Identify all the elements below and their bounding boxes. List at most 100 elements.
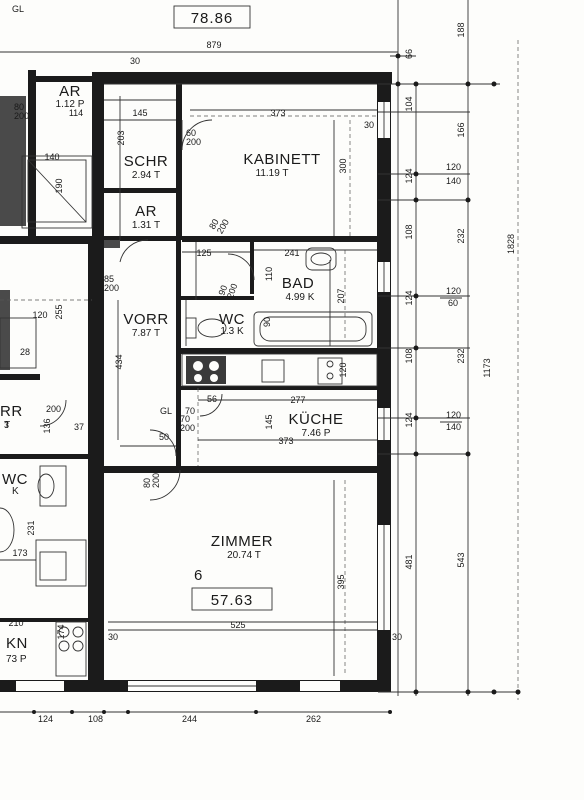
- right-dim-124-b: 124: [404, 290, 414, 305]
- right-dim-188: 188: [456, 22, 466, 37]
- room-area-kn-left: 73 P: [6, 654, 27, 665]
- room-labels: KABINETT 11.19 T SCHR 2.94 T AR 1.12 P A…: [0, 83, 343, 665]
- right-dim-108-b: 108: [404, 348, 414, 363]
- dim-56: 56: [207, 394, 217, 404]
- dim-174: 174: [56, 624, 66, 639]
- dim-125: 125: [196, 248, 211, 258]
- right-dimension-texts: 66 104 124 108 124 108 124 481 188 166 2…: [404, 22, 516, 569]
- right-dim-481: 481: [404, 554, 414, 569]
- dim-395: 395: [336, 574, 346, 589]
- right-sub-1173: 1173: [482, 358, 492, 377]
- dim-373-top: 373: [270, 108, 285, 118]
- room-area-vorr: 7.87 T: [132, 328, 160, 339]
- dimension-texts-horizontal: 879 145 373 125 241 277 373 525 70 56 50…: [4, 40, 306, 630]
- room-name-schr: SCHR: [124, 153, 169, 170]
- room-name-zimmer: ZIMMER: [211, 533, 273, 550]
- dim-110: 110: [264, 267, 274, 281]
- room-name-kabinett: KABINETT: [243, 151, 320, 168]
- room-name-ar-mid: AR: [135, 203, 157, 220]
- dim-30-d: 30: [392, 632, 402, 642]
- window-mark-2-bottom: 60: [448, 298, 458, 308]
- right-dim-108-a: 108: [404, 224, 414, 239]
- dimension-texts-vertical: 300 207 434 395 145 110 90 120 174 255 1…: [26, 56, 402, 642]
- glass-label-a: GL: [160, 406, 172, 416]
- dim-30-c: 30: [108, 632, 118, 642]
- room-name-rr-left: RR: [0, 403, 23, 420]
- bottom-dim-262: 262: [306, 714, 321, 724]
- dim-90: 90: [262, 317, 272, 327]
- dim-145-v: 145: [264, 414, 274, 429]
- dimension-lines-right: [378, 0, 521, 696]
- total-area-top: 78.86: [191, 10, 234, 27]
- dim-207: 207: [336, 288, 346, 303]
- glass-label-b: GL: [12, 4, 24, 14]
- dim-210: 210: [8, 618, 23, 628]
- ref-37: 37: [74, 422, 84, 432]
- dim-434: 434: [114, 354, 124, 369]
- thin-lines: [104, 83, 377, 676]
- door-swings: [119, 119, 255, 501]
- bottom-dim-108: 108: [88, 714, 103, 724]
- ref-140: 140: [44, 152, 59, 162]
- right-dim-232-a: 232: [456, 228, 466, 243]
- room-name-vorr: VORR: [123, 311, 168, 328]
- dim-120-left: 120: [32, 310, 47, 320]
- room-name-ar-top: AR: [59, 83, 81, 100]
- window-mark-1-top: 120: [446, 162, 461, 172]
- dim-373-mid: 373: [278, 436, 293, 446]
- opening-90-200: 90200: [216, 279, 239, 300]
- internal-walls: [104, 84, 377, 473]
- dim-136: 136: [42, 418, 52, 433]
- room-name-kn-left: KN: [6, 635, 28, 652]
- kitchen-counter: [181, 353, 378, 387]
- right-dim-543: 543: [456, 552, 466, 567]
- washbasin: [305, 247, 337, 271]
- ref-190: 190: [54, 178, 64, 193]
- left-unit: [0, 70, 94, 680]
- dim-203: 203: [116, 130, 126, 145]
- room-name-kueche: KÜCHE: [288, 410, 343, 428]
- dim-277: 277: [290, 395, 305, 405]
- right-dim-232-b: 232: [456, 348, 466, 363]
- right-dim-66: 66: [404, 49, 414, 59]
- dim-525: 525: [230, 620, 245, 630]
- bottom-dim-124: 124: [38, 714, 53, 724]
- room-area-wc: 1.3 K: [220, 326, 244, 337]
- opening-80-200-a: 80200: [207, 213, 231, 236]
- total-area-main: 57.63: [211, 592, 254, 609]
- dim-50: 50: [159, 432, 169, 442]
- right-dim-124-c: 124: [404, 412, 414, 427]
- room-area-ar-top: 1.12 P: [56, 99, 85, 110]
- unit-number: 6: [194, 567, 203, 584]
- dim-231: 231: [26, 520, 36, 535]
- right-dim-124-a: 124: [404, 168, 414, 183]
- dimension-lines-top-bottom: [0, 51, 398, 714]
- room-name-wc: WC: [219, 311, 245, 328]
- room-area-ar-mid: 1.31 T: [132, 220, 160, 231]
- room-area-kabinett: 11.19 T: [256, 168, 289, 179]
- dim-120-v: 120: [338, 362, 348, 377]
- bottom-dimension-texts: 124 108 244 262: [38, 714, 321, 724]
- total-area-box-top: [173, 5, 251, 29]
- bottom-dim-244: 244: [182, 714, 197, 724]
- window-mark-3-top: 120: [446, 410, 461, 420]
- dim-145: 145: [132, 108, 147, 118]
- windows: [16, 102, 390, 691]
- right-dim-166: 166: [456, 122, 466, 137]
- total-area-box-main: [191, 587, 273, 611]
- dim-30-b: 30: [364, 120, 374, 130]
- ref-3: 3: [4, 420, 9, 430]
- dim-30-a: 30: [130, 56, 140, 66]
- opening-80-200-c: 80200: [142, 473, 161, 488]
- right-dim-104: 104: [404, 96, 414, 111]
- dim-879: 879: [206, 40, 221, 50]
- dim-300: 300: [338, 158, 348, 173]
- room-area-kueche: 7.46 P: [302, 428, 331, 439]
- dim-255: 255: [54, 304, 64, 319]
- room-area-wc-left: K: [12, 486, 19, 497]
- room-name-bad: BAD: [282, 275, 314, 292]
